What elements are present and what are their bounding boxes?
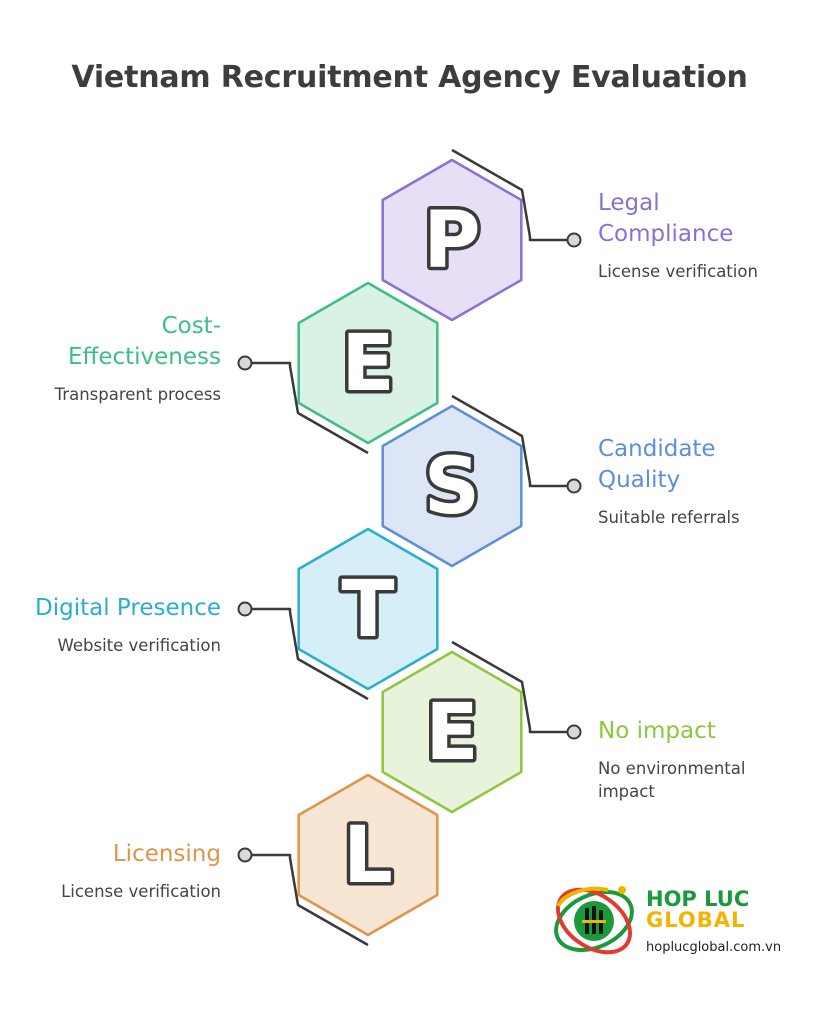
pestel-item-3: SS: [381, 394, 582, 568]
letter-outline: P: [423, 196, 480, 286]
pestel-letter: T: [341, 565, 394, 655]
hexagon: [381, 404, 523, 568]
pestel-letter: L: [343, 811, 393, 901]
label-description: License verification: [61, 882, 221, 901]
label-title: Licensing: [112, 841, 221, 867]
connector-line: [245, 607, 369, 701]
connector-line: [451, 640, 574, 734]
connector-line: [451, 148, 574, 242]
pestel-letter: E: [341, 319, 394, 409]
pestel-item-5: EE: [381, 640, 582, 814]
pestel-item-6: LL: [237, 773, 439, 947]
label-description: Suitable referrals: [598, 508, 740, 527]
letter-outline: T: [341, 565, 394, 655]
letter-outline: E: [425, 688, 478, 778]
hexagon: [297, 773, 439, 937]
pestel-letter: P: [423, 196, 480, 286]
hexagon: [381, 158, 523, 322]
pestel-item-2: EE: [237, 281, 439, 455]
globe-logo-icon: [554, 886, 634, 955]
pestel-item-1: PP: [381, 148, 582, 322]
label-title: Digital Presence: [35, 595, 221, 621]
label-description: License verification: [598, 262, 758, 281]
connector-dot: [566, 724, 582, 740]
letter-outline: L: [343, 811, 393, 901]
label-description: Website verification: [57, 636, 222, 655]
hexagon: [381, 650, 523, 814]
logo-website: hoplucglobal.com.vn: [646, 940, 782, 955]
connector-line: [245, 853, 369, 947]
connector-dot: [237, 601, 253, 617]
connector-dot: [237, 847, 253, 863]
logo-name-line2: GLOBAL: [646, 908, 746, 932]
pestel-letter: E: [425, 688, 478, 778]
hop-luc-global-logo: HOP LUC GLOBAL hoplucglobal.com.vn: [548, 876, 782, 966]
logo-name-line1: HOP LUC: [646, 887, 750, 911]
connector-line: [451, 394, 574, 488]
connector-line: [245, 361, 369, 455]
connector-dot: [566, 232, 582, 248]
pestel-item-4: TT: [237, 527, 439, 701]
hexagon: [297, 281, 439, 445]
label-title: No impact: [598, 718, 716, 744]
pestel-letter: S: [424, 442, 480, 532]
page-title: Vietnam Recruitment Agency Evaluation: [71, 60, 748, 95]
letter-outline: E: [341, 319, 394, 409]
connector-dot: [237, 355, 253, 371]
letter-outline: S: [424, 442, 480, 532]
label-title: Cost-Effectiveness: [67, 313, 221, 370]
label-description: Transparent process: [54, 385, 221, 404]
hexagon: [297, 527, 439, 691]
connector-dot: [566, 478, 582, 494]
